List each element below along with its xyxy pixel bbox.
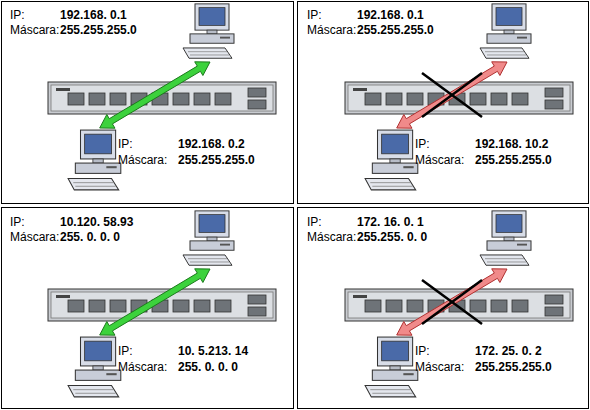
field-label: IP:	[118, 344, 133, 358]
field-label: IP:	[415, 344, 430, 358]
blocked-cross	[422, 73, 482, 324]
computer-icon	[362, 335, 424, 401]
link-arrow	[397, 62, 507, 128]
computer-node: IP:10. 5.213. 14Máscara:255. 0. 0. 0	[65, 335, 127, 401]
panel-frame	[2, 2, 294, 204]
address-value: 255.255. 0. 0	[357, 230, 427, 244]
address-value: 10. 5.213. 14	[178, 344, 248, 358]
address-value: 192.168. 10.2	[475, 137, 548, 151]
field-label: Máscara:	[307, 230, 356, 244]
address-value: 192.168. 0.1	[60, 8, 127, 22]
address-value: 255. 0. 0. 0	[60, 230, 120, 244]
computer-icon	[180, 2, 240, 62]
address-value: 255.255.255.0	[357, 23, 434, 37]
panel-frame	[2, 208, 294, 409]
network-switch	[48, 289, 276, 321]
computer-node: IP:192.168. 0.1Máscara:255.255.255.0	[477, 2, 537, 62]
address-value: 255.255.255.0	[60, 23, 137, 37]
address-value: 192.168. 0.1	[357, 8, 424, 22]
field-label: IP:	[307, 8, 322, 22]
network-switch	[345, 82, 573, 114]
computer-node: IP:192.168. 0.2Máscara:255.255.255.0	[65, 128, 127, 194]
field-label: IP:	[307, 215, 322, 229]
field-label: IP:	[10, 215, 25, 229]
field-label: Máscara:	[10, 230, 59, 244]
computer-icon	[477, 209, 537, 269]
computer-icon	[477, 2, 537, 62]
computer-node: IP:172. 25. 0. 2Máscara:255.255.255.0	[362, 335, 424, 401]
field-label: Máscara:	[10, 23, 59, 37]
field-label: Máscara:	[415, 153, 464, 167]
field-label: Máscara:	[118, 360, 167, 374]
computer-node: IP:192.168. 10.2Máscara:255.255.255.0	[362, 128, 424, 194]
panel-frame	[298, 208, 589, 409]
network-switch	[48, 82, 276, 114]
address-value: 255.255.255.0	[475, 153, 552, 167]
link-arrow	[100, 62, 210, 128]
computer-node: IP:172. 16. 0. 1Máscara:255.255. 0. 0	[477, 209, 537, 269]
link-arrow	[397, 269, 507, 335]
field-label: Máscara:	[415, 360, 464, 374]
field-label: Máscara:	[307, 23, 356, 37]
field-label: Máscara:	[118, 153, 167, 167]
computer-icon	[362, 128, 424, 194]
address-value: 192.168. 0.2	[178, 137, 245, 151]
link-arrow	[100, 269, 210, 335]
computer-icon	[65, 335, 127, 401]
address-value: 172. 25. 0. 2	[475, 344, 542, 358]
field-label: IP:	[10, 8, 25, 22]
computer-icon	[65, 128, 127, 194]
address-value: 255.255.255.0	[178, 153, 255, 167]
address-value: 10.120. 58.93	[60, 215, 133, 229]
panel-frame	[298, 2, 589, 204]
computer-node: IP:10.120. 58.93Máscara:255. 0. 0. 0	[180, 209, 240, 269]
field-label: IP:	[118, 137, 133, 151]
computer-icon	[180, 209, 240, 269]
field-label: IP:	[415, 137, 430, 151]
address-value: 172. 16. 0. 1	[357, 215, 424, 229]
address-value: 255.255.255.0	[475, 360, 552, 374]
network-switch	[345, 289, 573, 321]
computer-node: IP:192.168. 0.1Máscara:255.255.255.0	[180, 2, 240, 62]
address-value: 255. 0. 0. 0	[178, 360, 238, 374]
